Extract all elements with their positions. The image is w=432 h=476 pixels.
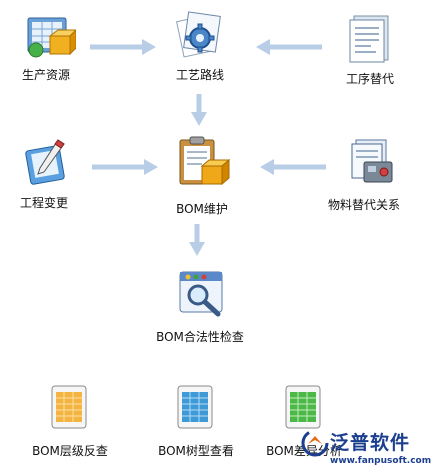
process-route-label: 工艺路线 <box>175 68 225 82</box>
arrow-route-to-bom <box>191 94 207 126</box>
bom-validity-check-label: BOM合法性检查 <box>156 330 244 344</box>
brand-logo-icon <box>301 429 329 457</box>
node-production-resources[interactable]: 生产资源 <box>20 10 80 92</box>
arrow-material-to-bom <box>260 159 326 175</box>
arrow-substitution-to-route <box>256 39 322 55</box>
document-icon <box>349 15 389 63</box>
node-bom-diff-analysis[interactable]: BOM差异分析 <box>264 382 348 462</box>
bom-tree-view-label: BOM树型查看 <box>158 444 234 458</box>
clipboard-box-icon <box>179 136 230 186</box>
node-engineering-change[interactable]: 工程变更 <box>18 134 78 216</box>
brand-url: www.fanpusoft.com <box>330 456 432 466</box>
resource-grid-icon <box>27 17 76 58</box>
material-substitution-label: 物料替代关系 <box>327 198 401 212</box>
node-bom-validity-check[interactable]: BOM合法性检查 <box>152 266 252 350</box>
arrow-bom-to-check <box>189 224 205 256</box>
node-bom-tree-view[interactable]: BOM树型查看 <box>156 382 240 462</box>
bom-diff-analysis-label: BOM差异分析 <box>266 444 342 458</box>
production-resources-label: 生产资源 <box>21 68 71 82</box>
orange-grid-icon <box>51 385 87 429</box>
process-substitution-label: 工序替代 <box>345 72 395 86</box>
process-route-gear-icon <box>176 11 221 58</box>
blue-grid-icon <box>177 385 213 429</box>
node-process-route[interactable]: 工艺路线 <box>170 6 230 92</box>
node-bom-maintenance[interactable]: BOM维护 <box>166 134 236 222</box>
node-process-substitution[interactable]: 工序替代 <box>330 10 410 92</box>
engineering-change-label: 工程变更 <box>19 196 69 210</box>
bom-level-query-label: BOM层级反查 <box>32 444 108 458</box>
green-grid-icon <box>285 385 321 429</box>
brand-name: 泛普软件 <box>330 432 411 454</box>
magnifier-icon <box>179 271 223 317</box>
brand-watermark: 泛普软件 www.fanpusoft.com <box>300 426 432 476</box>
node-material-substitution[interactable]: 物料替代关系 <box>326 134 416 216</box>
machine-icon <box>351 139 393 183</box>
pen-board-icon <box>25 139 65 185</box>
arrow-production-to-route <box>90 39 156 55</box>
arrow-change-to-bom <box>92 159 158 175</box>
node-bom-level-query[interactable]: BOM层级反查 <box>30 382 114 462</box>
bom-maintenance-label: BOM维护 <box>176 202 228 216</box>
